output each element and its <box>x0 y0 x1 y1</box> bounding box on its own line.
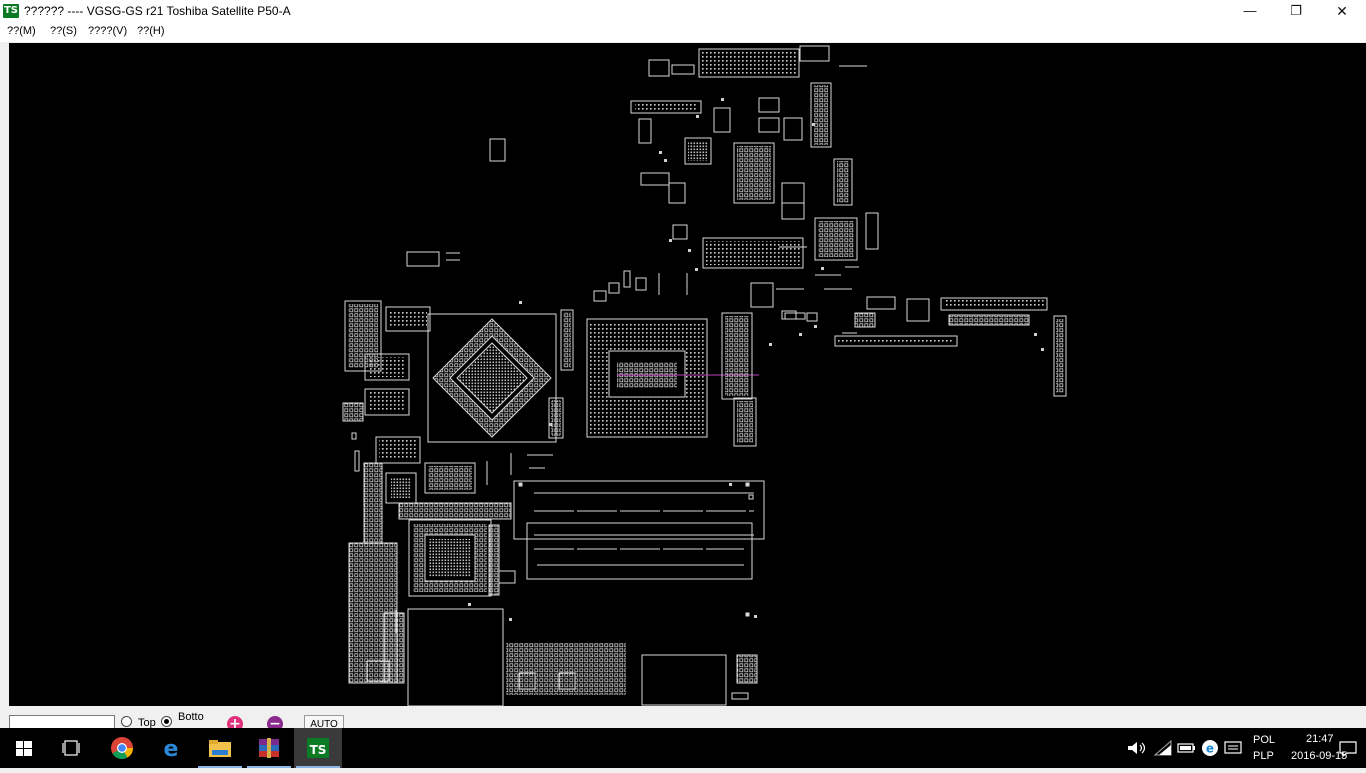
ie-tray-icon[interactable]: e <box>1200 738 1220 758</box>
close-button[interactable]: ✕ <box>1336 3 1348 19</box>
part-search-input[interactable] <box>9 715 115 730</box>
running-indicator <box>198 766 242 768</box>
menu-item-h[interactable]: ??(H) <box>137 25 165 37</box>
side-top-radio[interactable] <box>121 716 132 727</box>
menu-item-s[interactable]: ??(S) <box>50 25 77 37</box>
app-icon[interactable]: TS <box>3 4 19 18</box>
auto-button[interactable]: AUTO <box>304 715 344 729</box>
running-indicator <box>247 766 291 768</box>
window-title: ?????? ---- VGSG-GS r21 Toshiba Satellit… <box>24 4 291 18</box>
svg-text:TS: TS <box>310 743 327 757</box>
board-view-canvas[interactable] <box>9 43 1366 706</box>
notification-icon[interactable] <box>1338 740 1360 758</box>
pcb-layout-drawing <box>342 45 1067 706</box>
side-bottom-radio[interactable] <box>161 716 172 727</box>
zoom-in-button[interactable]: + <box>226 715 246 728</box>
clock-time[interactable]: 21:47 <box>1306 733 1334 745</box>
edge-icon: e <box>164 737 179 762</box>
edge-taskbar-button[interactable]: e <box>147 728 195 768</box>
boardviewer-icon: TS <box>307 738 329 758</box>
title-bar[interactable]: TS ?????? ---- VGSG-GS r21 Toshiba Satel… <box>0 0 1366 22</box>
clock-date[interactable]: 2016-09-15 <box>1291 750 1348 762</box>
svg-text:e: e <box>164 737 179 762</box>
minimize-button[interactable]: — <box>1243 3 1257 18</box>
keyboard-layout-code[interactable]: PLP <box>1253 750 1274 762</box>
running-indicator <box>296 766 340 768</box>
taskbar: e TS e POL PL <box>0 728 1366 768</box>
task-view-button[interactable] <box>48 728 96 768</box>
boardviewer-taskbar-button[interactable]: TS <box>294 728 342 768</box>
menu-bar: ??(M) ??(S) ????(V) ??(H) <box>0 22 1366 42</box>
menu-item-v[interactable]: ????(V) <box>88 25 128 37</box>
zoom-in-icon: + <box>227 716 243 728</box>
maximize-button[interactable]: ❐ <box>1290 3 1302 18</box>
winrar-taskbar-button[interactable] <box>245 728 293 768</box>
bottom-toolbar: Top Botto + − AUTO <box>0 706 1366 730</box>
zoom-out-button[interactable]: − <box>266 715 286 728</box>
start-icon <box>16 741 32 756</box>
zoom-out-icon: − <box>267 716 283 728</box>
task-view-icon <box>62 740 80 756</box>
winrar-icon <box>259 738 279 758</box>
chrome-taskbar-button[interactable] <box>98 728 146 768</box>
volume-icon[interactable] <box>1126 740 1148 756</box>
chrome-icon <box>111 737 133 759</box>
start-button[interactable] <box>0 728 48 768</box>
language-code[interactable]: POL <box>1253 734 1276 746</box>
side-bottom-label: Botto <box>178 711 204 723</box>
battery-icon[interactable] <box>1177 741 1197 755</box>
file-explorer-icon <box>209 740 231 757</box>
keyboard-icon[interactable] <box>1224 739 1244 757</box>
svg-text:e: e <box>1206 742 1214 756</box>
wifi-icon[interactable] <box>1153 739 1173 757</box>
side-top-label: Top <box>138 717 156 729</box>
menu-item-m[interactable]: ??(M) <box>7 25 36 37</box>
file-explorer-taskbar-button[interactable] <box>196 728 244 768</box>
